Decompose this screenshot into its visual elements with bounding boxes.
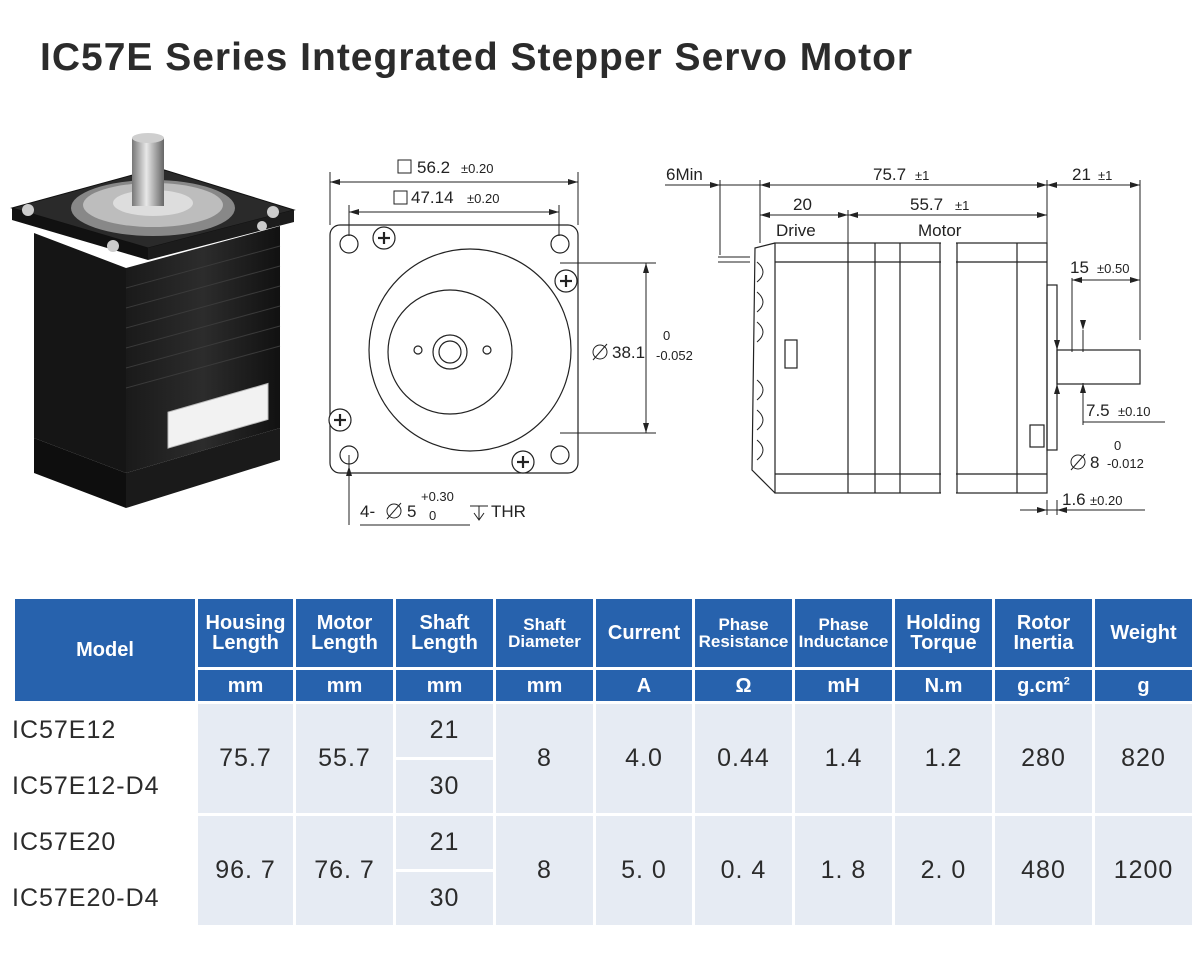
flat-depth-dim: 7.5: [1086, 401, 1110, 420]
flange-thickness-dim: 1.6: [1062, 490, 1086, 509]
outer-square-tol: ±0.20: [461, 161, 493, 176]
unit-rotor-inertia: g.cm2: [995, 670, 1092, 701]
motor-length-cell: 76. 7: [296, 816, 393, 925]
header-weight: Weight: [1095, 599, 1192, 667]
current-cell: 4.0: [596, 704, 692, 813]
header-model: Model: [15, 599, 195, 701]
inner-square-tol: ±0.20: [467, 191, 499, 206]
shaft-length-cell: 30: [396, 760, 493, 813]
unit-shaft-length: mm: [396, 670, 493, 701]
model-cell: IC57E12-D4: [12, 760, 195, 813]
inertia-cell: 280: [995, 704, 1092, 813]
front-view-drawing: 56.2 ±0.20 47.14 ±0.20 38.1 0 -0.052 4- …: [328, 158, 693, 526]
unit-holding-torque: N.m: [895, 670, 992, 701]
shaft-dia-tol-upper: 0: [1114, 438, 1121, 453]
resistance-cell: 0.44: [695, 704, 792, 813]
hole-prefix: 4-: [360, 502, 375, 521]
torque-cell: 1.2: [895, 704, 992, 813]
page-title: IC57E Series Integrated Stepper Servo Mo…: [40, 36, 914, 79]
shaft-length-tol: ±1: [1098, 168, 1112, 183]
motor-length-cell: 55.7: [296, 704, 393, 813]
model-cell: IC57E20-D4: [12, 872, 195, 925]
table-row: IC57E20 96. 7 76. 7 21 8 5. 0 0. 4 1. 8 …: [12, 816, 1192, 925]
shaft-length-dim: 21: [1072, 165, 1091, 184]
hole-through-label: THR: [491, 502, 526, 521]
shaft-diameter-cell: 8: [496, 704, 593, 813]
table-row: IC57E12 75.7 55.7 21 8 4.0 0.44 1.4 1.2 …: [12, 704, 1192, 813]
unit-weight: g: [1095, 670, 1192, 701]
unit-current: A: [596, 670, 692, 701]
model-cell: IC57E12: [12, 704, 195, 757]
weight-cell: 820: [1095, 704, 1192, 813]
unit-housing-length: mm: [198, 670, 293, 701]
hole-tol-upper: +0.30: [421, 489, 454, 504]
unit-motor-length: mm: [296, 670, 393, 701]
pilot-diameter-dim: 38.1: [612, 343, 645, 362]
pilot-tol-lower: -0.052: [656, 348, 693, 363]
total-length-dim: 75.7: [873, 165, 906, 184]
flat-length-tol: ±0.50: [1097, 261, 1129, 276]
shaft-length-cell: 21: [396, 704, 493, 757]
side-view-drawing: 6Min 75.7 ±1 21 ±1 20 Drive 55.7 ±1 Moto…: [665, 165, 1165, 515]
hole-tol-lower: 0: [429, 508, 436, 523]
total-length-tol: ±1: [915, 168, 929, 183]
motor-photo: [10, 133, 296, 508]
shaft-diameter-dim: 8: [1090, 453, 1099, 472]
flat-length-dim: 15: [1070, 258, 1089, 277]
torque-cell: 2. 0: [895, 816, 992, 925]
motor-length-tol: ±1: [955, 198, 969, 213]
shaft-length-cell: 21: [396, 816, 493, 869]
header-current: Current: [596, 599, 692, 667]
drive-length-dim: 20: [793, 195, 812, 214]
current-cell: 5. 0: [596, 816, 692, 925]
shaft-dia-tol-lower: -0.012: [1107, 456, 1144, 471]
housing-length-cell: 96. 7: [198, 816, 293, 925]
drive-label: Drive: [776, 221, 816, 240]
inner-square-dim: 47.14: [411, 188, 454, 207]
inductance-cell: 1. 8: [795, 816, 892, 925]
weight-cell: 1200: [1095, 816, 1192, 925]
hole-diameter-dim: 5: [407, 502, 416, 521]
inductance-cell: 1.4: [795, 704, 892, 813]
flat-depth-tol: ±0.10: [1118, 404, 1150, 419]
unit-shaft-diameter: mm: [496, 670, 593, 701]
motor-label: Motor: [918, 221, 962, 240]
min-gap-dim: 6Min: [666, 165, 703, 184]
flange-thickness-tol: ±0.20: [1090, 493, 1122, 508]
unit-phase-inductance: mH: [795, 670, 892, 701]
inertia-cell: 480: [995, 816, 1092, 925]
unit-phase-resistance: Ω: [695, 670, 792, 701]
table-row: IC57E12-D4 30: [12, 760, 1192, 813]
resistance-cell: 0. 4: [695, 816, 792, 925]
outer-square-dim: 56.2: [417, 158, 450, 177]
housing-length-cell: 75.7: [198, 704, 293, 813]
pilot-tol-upper: 0: [663, 328, 670, 343]
shaft-length-cell: 30: [396, 872, 493, 925]
motor-length-dim: 55.7: [910, 195, 943, 214]
shaft-diameter-cell: 8: [496, 816, 593, 925]
model-cell: IC57E20: [12, 816, 195, 869]
table-row: IC57E20-D4 30: [12, 872, 1192, 925]
